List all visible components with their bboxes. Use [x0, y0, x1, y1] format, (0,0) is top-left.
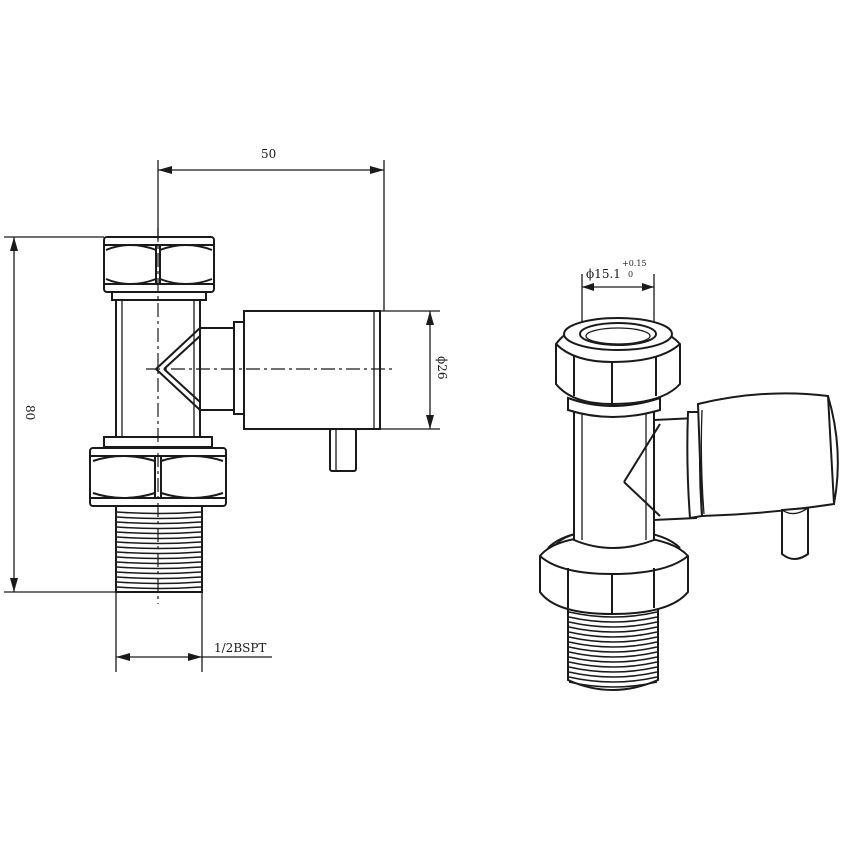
bore-label: ϕ15.1	[586, 267, 621, 281]
thread-line	[116, 561, 202, 565]
bottom-pin	[329, 428, 357, 472]
front-view	[89, 228, 392, 604]
iso-thread-line	[568, 681, 658, 688]
iso-cylinder-housing	[696, 392, 839, 518]
iso-thread-line	[568, 651, 658, 658]
thread-line	[116, 526, 202, 530]
diameter-dimension: ϕ26	[380, 310, 449, 430]
top-collar	[111, 291, 207, 301]
iso-thread-line	[568, 616, 658, 623]
bore-tolerance-lower: 0	[628, 270, 633, 279]
side-branch	[155, 321, 245, 415]
iso-thread-line	[568, 646, 658, 653]
iso-top-hex-nut	[555, 317, 681, 406]
thread-line	[116, 541, 202, 545]
width-label: 50	[261, 147, 276, 161]
iso-thread-line	[568, 621, 658, 628]
thread-line	[116, 516, 202, 520]
thread-line	[116, 536, 202, 540]
iso-thread-line	[568, 661, 658, 668]
iso-thread-line	[568, 666, 658, 673]
bore-dimension: ϕ15.1 +0.15 0	[581, 259, 655, 330]
iso-top-collar	[567, 396, 661, 418]
thread-line	[116, 521, 202, 525]
width-dimension: 50	[157, 147, 385, 311]
isometric-view	[539, 317, 839, 691]
iso-thread-line	[568, 631, 658, 638]
iso-thread-line	[568, 626, 658, 633]
thread-line	[116, 586, 202, 590]
iso-thread-line	[568, 671, 658, 678]
iso-thread-line	[568, 611, 658, 618]
thread-dimension: 1/2BSPT	[115, 592, 272, 672]
iso-thread-line	[568, 656, 658, 663]
thread-line	[116, 556, 202, 560]
diameter-label: ϕ26	[435, 356, 449, 379]
iso-thread-line	[568, 641, 658, 648]
thread-line	[116, 511, 202, 515]
bore-tolerance-upper: +0.15	[622, 259, 647, 268]
iso-bottom-pin	[781, 506, 809, 560]
iso-thread-line	[568, 676, 658, 683]
height-dimension: 80	[4, 236, 116, 593]
threaded-shank	[115, 505, 203, 593]
iso-thread-line	[568, 636, 658, 643]
thread-label: 1/2BSPT	[214, 641, 266, 655]
thread-line	[116, 546, 202, 550]
thread-line	[116, 566, 202, 570]
cylinder-housing	[243, 310, 381, 430]
thread-line	[116, 576, 202, 580]
dimensions: 50 80 ϕ26 1/2BSPT	[4, 147, 655, 672]
iso-threaded-shank	[567, 605, 659, 691]
thread-line	[116, 581, 202, 585]
thread-line	[116, 571, 202, 575]
height-label: 80	[23, 405, 37, 420]
thread-line	[116, 551, 202, 555]
iso-vertical-body	[573, 407, 655, 549]
top-hex-nut	[103, 236, 215, 293]
thread-line	[116, 531, 202, 535]
